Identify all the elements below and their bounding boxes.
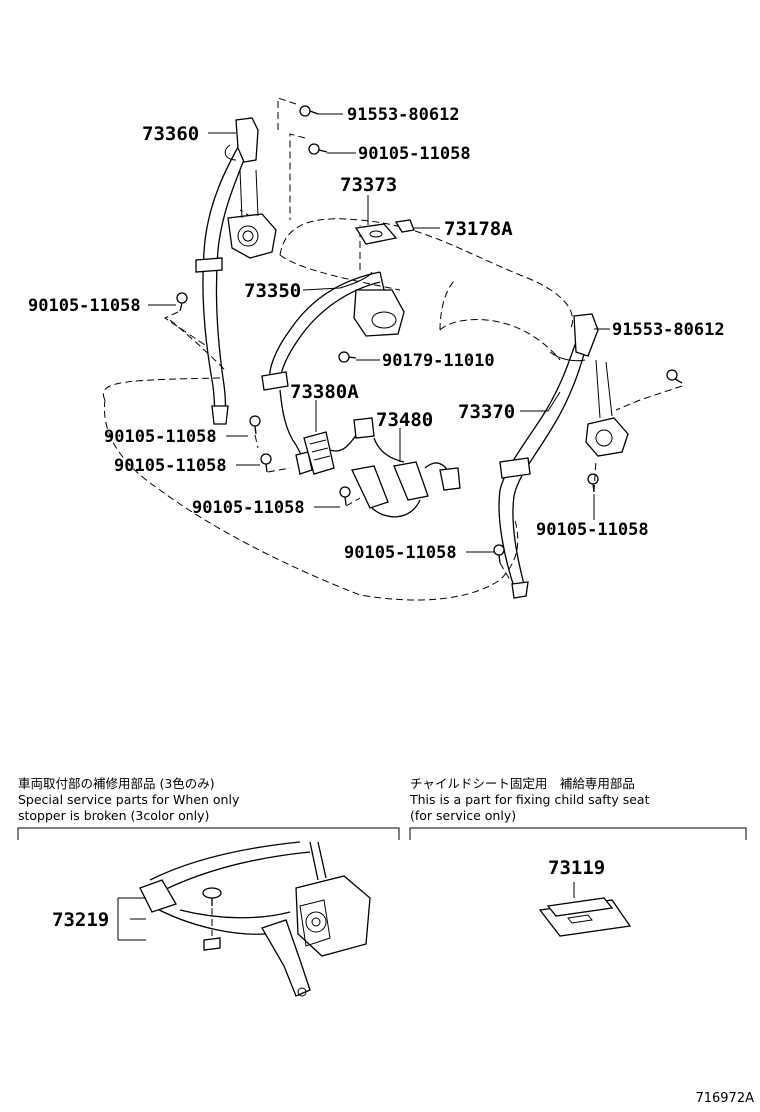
note-right-en1: This is a part for fixing child safty se… <box>410 792 650 807</box>
note-right: チャイルドシート固定用 補給専用部品 This is a part for fi… <box>410 776 650 824</box>
bolts <box>176 105 683 564</box>
label-73380A: 73380A <box>290 381 359 403</box>
part-73373 <box>354 223 398 245</box>
label-90105-top: 90105-11058 <box>358 144 471 164</box>
detail-73219 <box>117 841 371 997</box>
part-73178A <box>394 219 415 233</box>
bolt-90105-c <box>339 486 351 506</box>
label-90105-bottom: 90105-11058 <box>344 543 457 563</box>
label-91553-top: 91553-80612 <box>347 105 460 125</box>
guide-lines <box>163 97 683 581</box>
label-90105-right: 90105-11058 <box>536 520 649 540</box>
label-73373: 73373 <box>340 174 397 196</box>
buckle-73480 <box>351 437 461 518</box>
bolt-91553-right <box>666 369 683 384</box>
bolt-90105-a <box>249 415 261 435</box>
label-90105-left: 90105-11058 <box>28 296 141 316</box>
label-90105-a: 90105-11058 <box>104 427 217 447</box>
note-left: 車両取付部の補修用部品 (3色のみ) Special service parts… <box>18 776 239 824</box>
bolt-90105-right <box>587 473 599 493</box>
bolt-90105-top <box>308 143 328 155</box>
bolt-90179 <box>338 351 357 363</box>
note-left-en2: stopper is broken (3color only) <box>18 808 210 823</box>
belt-73350 <box>261 271 405 475</box>
label-90105-c: 90105-11058 <box>192 498 305 518</box>
label-73480: 73480 <box>376 409 433 431</box>
belt-73370 <box>498 313 629 599</box>
label-90179: 90179-11010 <box>382 351 495 371</box>
bolt-90105-b <box>260 453 272 473</box>
note-left-jp: 車両取付部の補修用部品 (3色のみ) <box>18 776 215 791</box>
label-73370: 73370 <box>458 401 515 423</box>
label-73219: 73219 <box>52 909 109 931</box>
label-91553-right: 91553-80612 <box>612 320 725 340</box>
belt-73360 <box>195 117 277 425</box>
figure-id: 716972A <box>695 1091 754 1106</box>
note-right-en2: (for service only) <box>410 808 517 823</box>
labels: 73360 91553-80612 90105-11058 73373 7317… <box>28 105 725 563</box>
label-90105-b: 90105-11058 <box>114 456 227 476</box>
label-73178A: 73178A <box>444 218 513 240</box>
section-rules <box>17 827 747 840</box>
bolt-90105-bottom <box>493 544 505 564</box>
label-73119: 73119 <box>548 857 605 879</box>
label-73360: 73360 <box>142 123 199 145</box>
bolt-91553-top <box>299 105 319 117</box>
detail-73119 <box>538 882 632 937</box>
label-73350: 73350 <box>244 280 301 302</box>
buckle-73380A <box>303 417 375 475</box>
note-left-en1: Special service parts for When only <box>18 792 240 807</box>
note-right-jp: チャイルドシート固定用 補給専用部品 <box>410 776 635 791</box>
bolt-90105-left <box>176 292 188 312</box>
